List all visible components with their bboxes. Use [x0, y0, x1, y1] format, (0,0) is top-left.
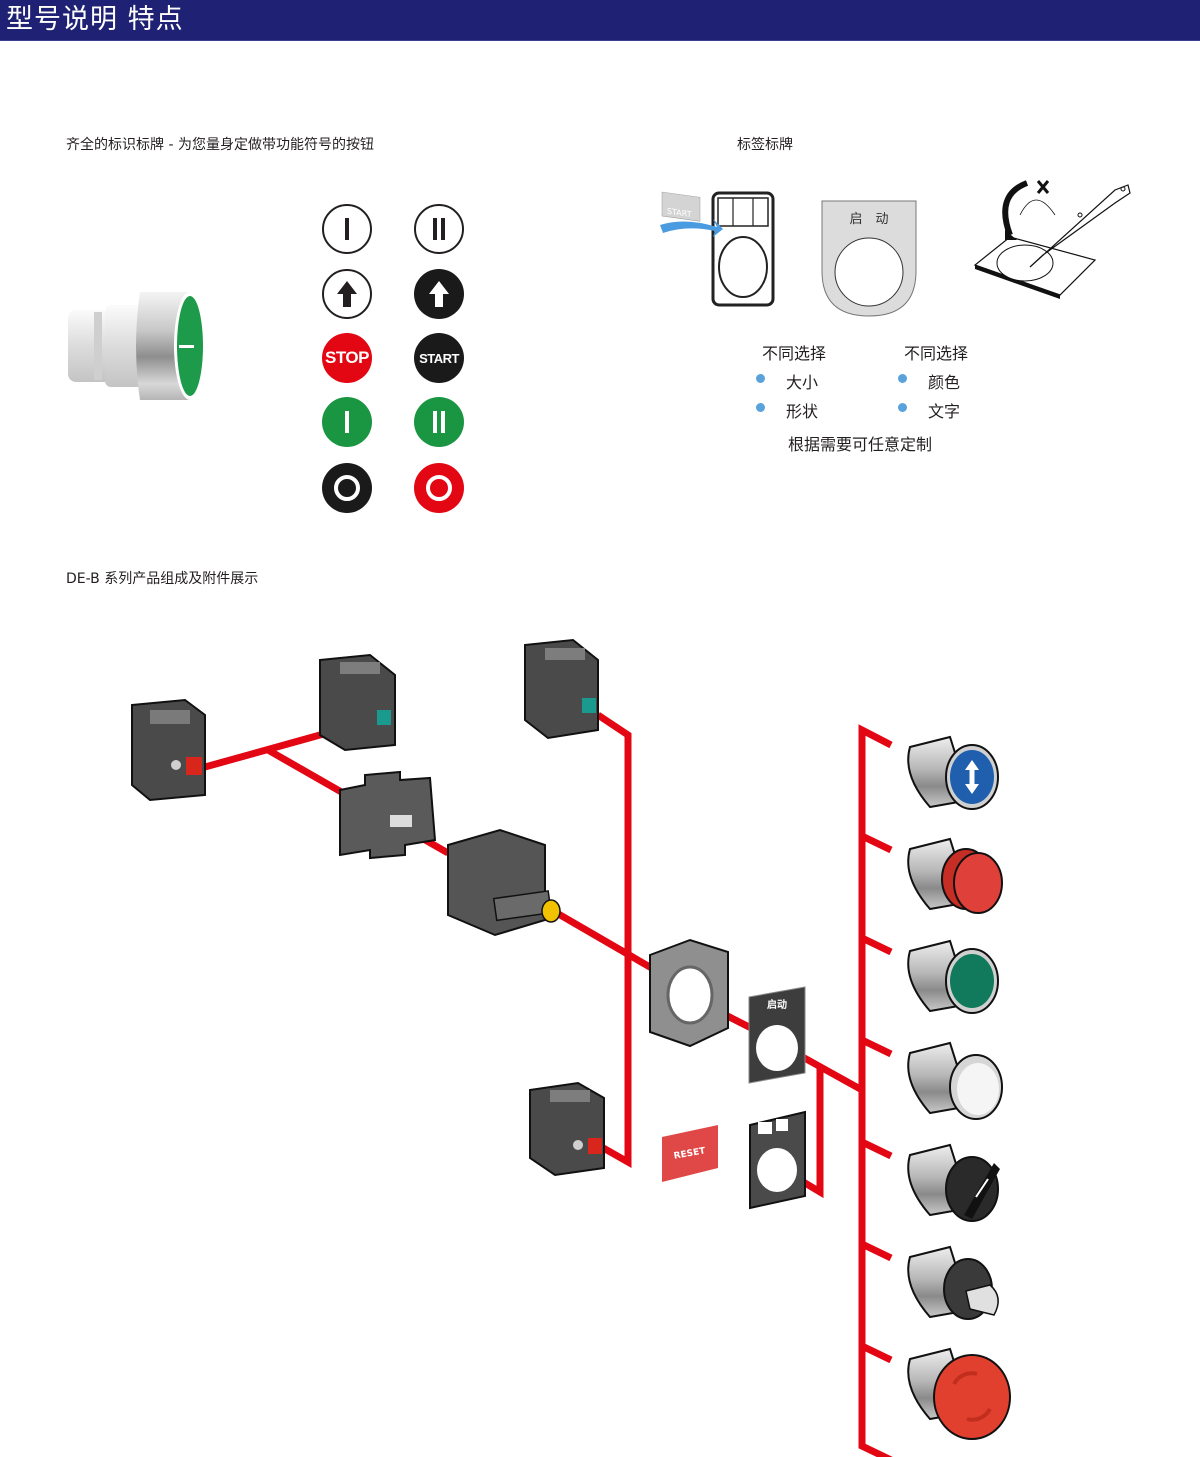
selector-handle	[964, 1163, 1000, 1219]
arrow-up-icon	[429, 281, 449, 307]
double-arrow-icon	[965, 760, 979, 794]
plate-label: 启 动	[849, 212, 888, 227]
start-label: START	[419, 350, 459, 366]
light-block	[447, 828, 561, 937]
bullet-icon	[756, 403, 765, 412]
connection-lines	[204, 712, 893, 1457]
option-shape: 形状	[786, 402, 819, 421]
option-text: 文字	[928, 402, 961, 421]
mounting-collar	[649, 938, 729, 1048]
reset-label-insert: RESET	[662, 1125, 718, 1182]
rotate-arrow-icon	[966, 1407, 992, 1422]
symbol-arrow-up-black	[414, 269, 464, 319]
legend-plate-image: 启 动	[821, 200, 917, 317]
labels-caption: 标签标牌	[737, 137, 793, 153]
button-head-projecting-push-button	[907, 837, 1003, 914]
button-head-selector-switch	[907, 1143, 1000, 1222]
bullet-icon	[756, 374, 765, 383]
button-head-emergency-stop	[907, 1347, 1011, 1440]
legend-holder-insert-image: START	[660, 191, 775, 307]
symbol-II-outline	[414, 204, 464, 254]
symbols-caption: 齐全的标识标牌 - 为您量身定做带功能符号的按钮	[66, 137, 374, 153]
page-header: 型号说明 特点	[0, 0, 1200, 41]
contact-block-no-right	[524, 638, 599, 740]
button-head-illuminated-push-button	[907, 1041, 1003, 1120]
customize-note: 根据需要可任意定制	[788, 435, 933, 454]
symbol-O-black	[322, 463, 372, 513]
button-head-flush-push-button	[907, 735, 999, 810]
symbol-II-green	[414, 397, 464, 447]
assembly-diagram: 启动 RESET	[131, 638, 1011, 1457]
legend-plate-text: 启动	[767, 998, 787, 1011]
assembly-caption: DE-B 系列产品组成及附件展示	[66, 571, 259, 587]
symbol-arrow-up-outline	[322, 269, 372, 319]
symbol-start: START	[414, 333, 464, 383]
symbol-I-outline	[322, 204, 372, 254]
legend-holder	[749, 1110, 806, 1210]
circle-icon	[426, 475, 452, 501]
arrow-up-icon	[337, 281, 357, 307]
option-color: 颜色	[928, 373, 961, 392]
bullet-icon	[898, 374, 907, 383]
option-size: 大小	[786, 373, 819, 392]
contact-block-nc-left	[131, 698, 206, 802]
stop-label: STOP	[325, 348, 369, 367]
rotate-arrow-icon	[952, 1371, 978, 1386]
green-push-button-image	[68, 292, 206, 400]
black-legend-plate: 启动	[748, 986, 806, 1084]
key-icon	[965, 1284, 999, 1316]
mounting-adapter	[339, 770, 437, 860]
option-col2-title: 不同选择	[904, 344, 969, 363]
option-col1-title: 不同选择	[762, 344, 827, 363]
circle-icon	[334, 475, 360, 501]
contact-block-no-top	[319, 653, 396, 752]
contact-block-nc-bottom	[529, 1081, 605, 1177]
cut-label-diagram	[973, 180, 1131, 299]
symbol-I-green	[322, 397, 372, 447]
button-head-flush-push-button	[907, 939, 999, 1014]
bullet-icon	[898, 403, 907, 412]
button-heads	[907, 735, 1011, 1440]
button-head-key-switch	[907, 1245, 999, 1320]
symbol-O-red	[414, 463, 464, 513]
insert-label: START	[667, 207, 692, 219]
page-title: 型号说明 特点	[6, 4, 184, 35]
symbol-stop: STOP	[322, 333, 372, 383]
